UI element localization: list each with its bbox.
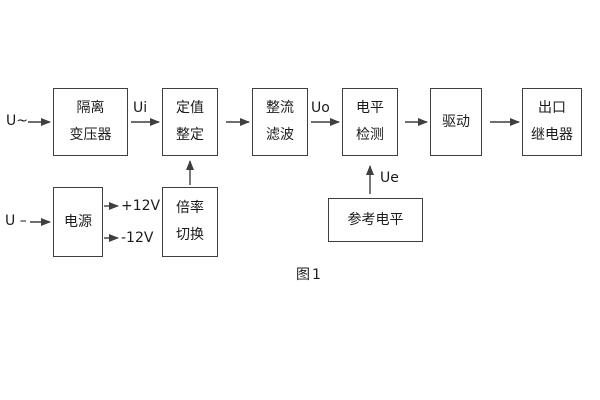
signal-label-ue: Ue [380,170,399,186]
block-rectifier-filter: 整流 滤波 [252,88,308,156]
block-label-line: 继电器 [531,127,573,143]
block-label-line: 参考电平 [347,211,404,228]
block-label-line: 电源 [64,213,92,230]
block-setting-adjustment: 定值 整定 [162,88,218,156]
block-label-line: 驱动 [442,113,470,130]
block-label-line: 整流 [266,100,294,116]
block-label-line: 定值 [176,100,204,116]
signal-label-uo: Uo [311,100,330,116]
block-reference-level: 参考电平 [328,198,423,242]
block-power-supply: 电源 [53,187,103,257]
block-ratio-switch: 倍率 切换 [162,187,218,257]
block-label-line: 倍率 [176,200,204,216]
block-label-line: 检测 [356,127,384,143]
signal-label-input-ac: U~ [6,113,28,129]
signal-label-minus-12v: -12V [121,230,154,246]
signal-label-plus-12v: +12V [121,198,161,214]
block-drive: 驱动 [430,88,482,156]
block-isolation-transformer: 隔离 变压器 [53,88,128,156]
block-label-line: 电平 [356,100,384,116]
signal-label-input-dc: U – [5,213,27,229]
block-label-line: 隔离 [76,100,105,116]
block-output-relay: 出口 继电器 [522,88,582,156]
block-label-line: 切换 [176,227,204,243]
signal-label-ui: Ui [133,100,148,116]
block-label-line: 整定 [176,127,204,143]
block-label-line: 变压器 [69,127,112,143]
block-label-line: 滤波 [266,127,294,143]
block-level-detection: 电平 检测 [342,88,398,156]
figure-caption: 图1 [296,267,323,283]
block-label-line: 出口 [538,100,566,116]
